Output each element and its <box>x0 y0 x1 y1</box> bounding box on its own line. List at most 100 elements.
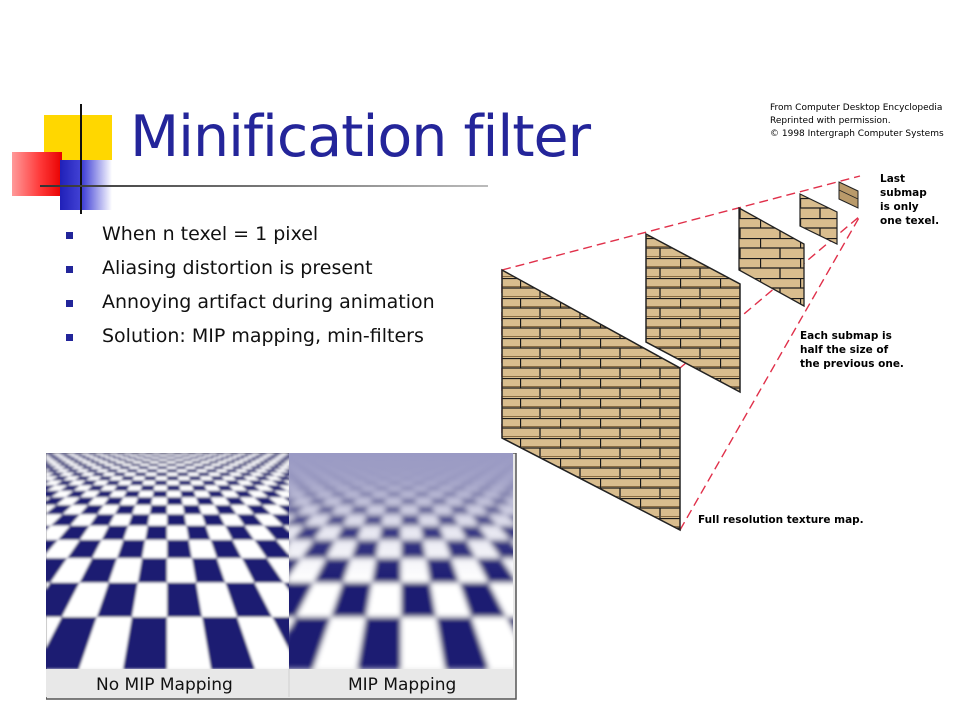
checker-tile <box>76 455 88 457</box>
checker-tile <box>178 480 192 486</box>
bullet-item: Solution: MIP mapping, min-filters <box>66 322 435 356</box>
checker-tile <box>184 463 195 467</box>
checker-tile <box>113 485 130 491</box>
mip-level-1 <box>645 232 741 394</box>
checker-tile <box>274 461 289 464</box>
checker-tile <box>89 514 115 526</box>
checker-tile <box>106 455 117 457</box>
checker-tile <box>167 458 176 462</box>
last-submap-note: Last <box>880 173 905 185</box>
checker-tile <box>245 458 258 462</box>
checker-tile <box>148 463 159 467</box>
checker-tile <box>266 485 288 491</box>
checker-tile <box>277 505 289 515</box>
checker-tile <box>198 458 209 462</box>
checker-tile <box>104 480 121 486</box>
checker-tile <box>60 485 81 491</box>
checker-tile <box>79 505 104 515</box>
last-submap-note: one texel. <box>880 215 939 227</box>
checker-tile <box>112 472 127 477</box>
checker-tile <box>143 456 152 459</box>
checker-tile <box>105 469 119 473</box>
checker-tile <box>187 453 196 456</box>
checker-tile <box>91 472 106 477</box>
checker-tile <box>84 458 97 462</box>
checker-tile <box>210 476 225 481</box>
checker-tile <box>189 456 199 459</box>
checker-tile <box>75 463 89 467</box>
bullet-text: Solution: MIP mapping, min-filters <box>102 325 424 347</box>
checker-tile <box>130 463 141 467</box>
checker-tile <box>46 463 55 467</box>
checker-tile <box>271 514 289 526</box>
checker-tile <box>263 469 280 473</box>
checker-tile <box>46 466 58 470</box>
label-mip: MIP Mapping <box>348 675 456 695</box>
checker-tile <box>129 480 144 486</box>
checker-tile <box>275 476 289 481</box>
checker-tile <box>249 466 264 470</box>
checker-tile <box>219 456 231 459</box>
checker-tile <box>50 514 80 526</box>
checker-tile <box>201 480 217 486</box>
label-no-mip: No MIP Mapping <box>96 675 233 695</box>
checker-tile <box>517 497 520 505</box>
checker-tile <box>72 497 95 506</box>
checker-tile <box>103 497 124 506</box>
checker-tile <box>143 476 157 481</box>
mip-level-2 <box>738 206 805 308</box>
bullet-item: When n texel = 1 pixel <box>66 220 435 254</box>
checker-no-mip <box>46 453 289 669</box>
bullet-square-icon <box>66 232 73 239</box>
title-underline <box>40 185 488 187</box>
checker-tile <box>210 455 220 457</box>
checker-tile <box>225 525 255 540</box>
checker-tile <box>112 463 124 467</box>
checker-tile <box>182 505 202 515</box>
checker-tile <box>214 505 237 515</box>
checker-tile <box>159 456 167 459</box>
last-submap-note: is only <box>880 201 919 213</box>
checker-tile <box>106 461 118 464</box>
checker-tile <box>133 458 144 462</box>
checker-tile <box>224 497 247 506</box>
mip-level-0 <box>501 268 681 532</box>
decor-red-square <box>12 152 62 196</box>
checker-tile <box>60 466 76 470</box>
checker-tile <box>219 463 231 467</box>
checker-tile <box>46 490 61 498</box>
checker-tile <box>87 453 98 456</box>
checker-tile <box>210 539 242 559</box>
checker-tile <box>135 497 153 506</box>
checker-tile <box>167 514 187 526</box>
checker-tile <box>518 583 520 617</box>
checker-tile <box>288 463 289 464</box>
checker-tile <box>191 558 226 583</box>
checker-tile <box>202 617 255 669</box>
bullet-square-icon <box>66 266 73 273</box>
checker-tile <box>224 480 242 486</box>
checker-tile <box>173 453 182 456</box>
bullet-text: Aliasing distortion is present <box>102 257 373 279</box>
checker-tile <box>55 480 75 486</box>
checker-tile <box>101 453 112 456</box>
checker-tile <box>167 455 175 457</box>
checker-tile <box>285 466 289 468</box>
checker-tile <box>46 617 97 669</box>
checker-tile <box>236 463 250 467</box>
checker-tile <box>175 461 185 464</box>
checker-tile <box>48 456 62 459</box>
checker-tile <box>79 558 118 583</box>
checker-tile <box>96 456 107 459</box>
checker-tile <box>67 539 102 559</box>
checker-tile <box>61 455 74 457</box>
checker-tile <box>230 466 245 470</box>
checker-tile <box>261 458 275 462</box>
checker-tile <box>64 456 77 459</box>
checker-tile <box>204 456 215 459</box>
checker-tile <box>253 455 266 457</box>
checker-tile <box>46 539 58 554</box>
checker-tile <box>152 490 167 498</box>
checker-tile <box>46 469 61 473</box>
checker-tile <box>96 582 138 618</box>
